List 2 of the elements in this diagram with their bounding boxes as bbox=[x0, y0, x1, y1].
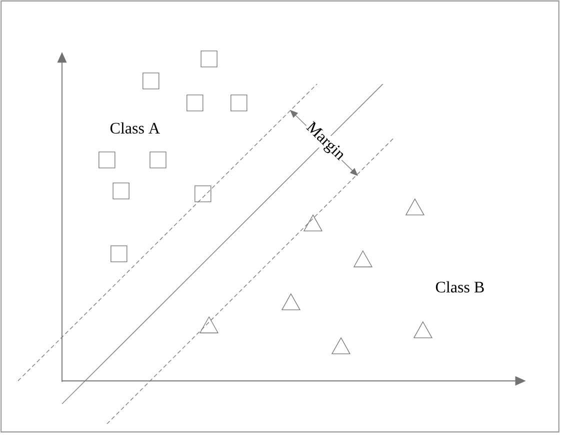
class-label: Class B bbox=[436, 281, 484, 293]
class-label: Class A bbox=[110, 122, 160, 134]
